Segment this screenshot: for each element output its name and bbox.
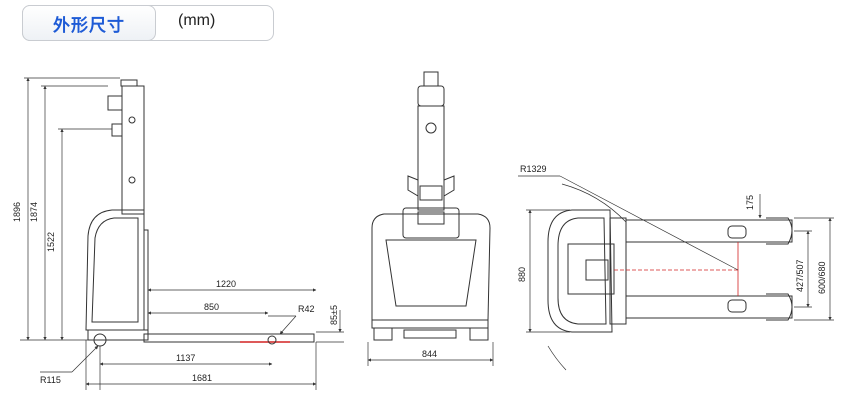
dim-880: 880 [517, 267, 527, 282]
side-view: 1896 1874 1522 1220 850 R42 85±5 1137 16… [12, 77, 344, 390]
top-body-inner [557, 217, 607, 325]
top-fork-tip-upper [766, 217, 793, 245]
dim-r115: R115 [40, 375, 61, 385]
side-base [87, 329, 149, 341]
header-bar: 外形尺寸 (mm) [0, 0, 850, 48]
unit-label: (mm) [178, 12, 216, 29]
guard-mount [111, 123, 123, 137]
top-fork-tip-lower [766, 293, 793, 321]
side-body-edge [143, 229, 149, 331]
top-wheel-lower [727, 299, 747, 313]
top-body [547, 209, 613, 333]
top-console [567, 243, 615, 295]
mast-knob-lower [128, 176, 136, 184]
front-console [402, 207, 460, 239]
dim-1220: 1220 [216, 279, 236, 289]
mast-cap [120, 79, 138, 87]
front-handle-right [443, 175, 455, 197]
front-view: 844 [367, 71, 494, 366]
side-body [85, 209, 145, 331]
dim-844: 844 [422, 349, 437, 359]
mast-knob [128, 116, 136, 124]
dim-175: 175 [745, 195, 755, 210]
handle-mount [107, 95, 123, 111]
dim-1681: 1681 [192, 373, 212, 383]
dim-r1329: R1329 [520, 164, 547, 174]
top-frame [609, 217, 627, 325]
dim-r42: R42 [298, 304, 315, 314]
front-body [371, 213, 491, 321]
front-mast-knob [425, 122, 437, 134]
r1329-arc [561, 183, 627, 223]
title-tab: 外形尺寸 [22, 5, 156, 41]
top-mast [585, 259, 609, 281]
top-view: R1329 880 175 427/507 600/680 [517, 164, 834, 371]
front-wheel-right [469, 327, 489, 341]
dim-850: 850 [204, 302, 219, 312]
mast [121, 85, 145, 215]
front-mast-top [417, 85, 445, 107]
load-wheel [267, 335, 277, 345]
page-title: 外形尺寸 [53, 15, 125, 35]
dim-427-507: 427/507 [795, 259, 805, 292]
dim-1896: 1896 [12, 202, 22, 222]
top-fork-lower [625, 295, 793, 319]
top-fork-upper [625, 219, 793, 243]
front-mast-cap [423, 71, 439, 87]
front-base [371, 319, 489, 329]
dim-600-680: 600/680 [817, 261, 827, 294]
front-mast [417, 105, 445, 211]
front-mast-grip [419, 185, 443, 201]
front-display [417, 211, 445, 225]
front-panel [385, 239, 477, 307]
front-wheel-left [373, 327, 393, 341]
dim-1137: 1137 [176, 353, 195, 363]
front-wheel-center [403, 329, 457, 339]
dim-85: 85±5 [329, 305, 339, 325]
top-wheel-upper [727, 225, 747, 239]
side-fork [143, 333, 315, 343]
r1329-arc-lower [547, 345, 567, 371]
side-body-panel [91, 217, 139, 323]
dim-1874: 1874 [29, 202, 39, 222]
dim-1522: 1522 [46, 232, 56, 252]
front-handle-left [407, 175, 419, 197]
